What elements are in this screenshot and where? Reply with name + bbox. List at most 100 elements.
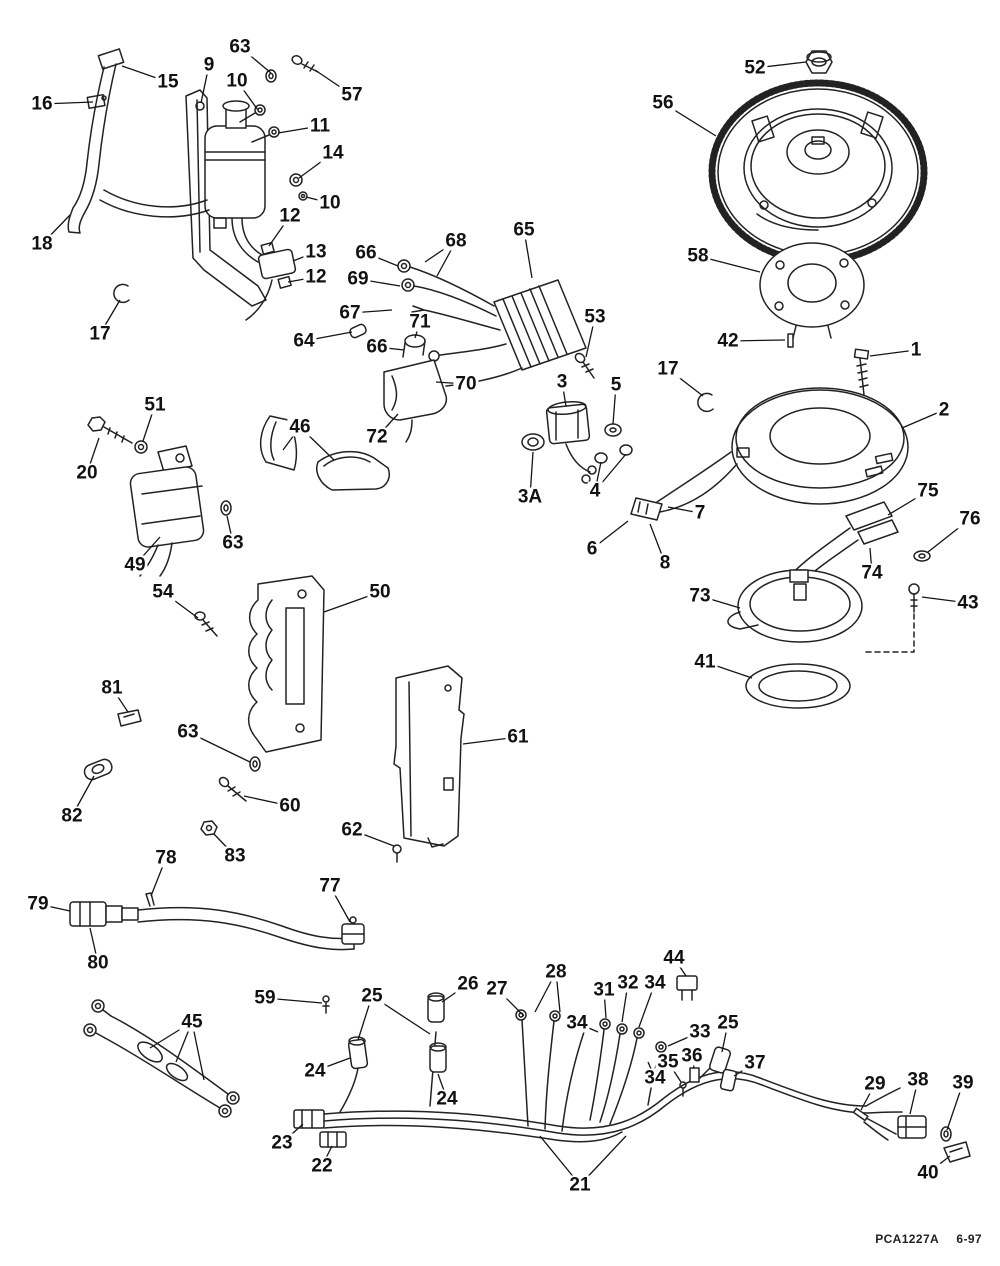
callout-3: 3 — [554, 371, 570, 393]
callout-38: 38 — [905, 1069, 931, 1091]
callout-77: 77 — [317, 875, 343, 897]
callout-14: 14 — [320, 142, 346, 164]
callout-28: 28 — [543, 961, 569, 983]
small-fasteners-art — [83, 709, 261, 836]
callout-81: 81 — [99, 677, 125, 699]
callout-62: 62 — [339, 819, 365, 841]
cover-plate-art — [392, 665, 465, 863]
mount-bracket-art — [247, 575, 325, 753]
callout-25: 25 — [359, 985, 385, 1007]
callout-10: 10 — [317, 192, 343, 214]
callout-58: 58 — [685, 245, 711, 267]
callout-70: 70 — [453, 373, 479, 395]
bracket-assembly-art — [67, 48, 319, 321]
callout-20: 20 — [74, 462, 100, 484]
callout-12: 12 — [277, 205, 303, 227]
callout-83: 83 — [222, 845, 248, 867]
callout-73: 73 — [687, 585, 713, 607]
callout-43: 43 — [955, 592, 981, 614]
callout-57: 57 — [339, 84, 365, 106]
callout-1: 1 — [908, 339, 924, 361]
callout-8: 8 — [657, 552, 673, 574]
bolt-1-art — [853, 348, 870, 396]
callout-63: 63 — [220, 532, 246, 554]
screw-59-art — [322, 995, 330, 1014]
callout-24: 24 — [302, 1060, 328, 1082]
callout-66: 66 — [353, 242, 379, 264]
callout-13: 13 — [303, 241, 329, 263]
callout-40: 40 — [915, 1162, 941, 1184]
callout-52: 52 — [742, 57, 768, 79]
callout-45: 45 — [179, 1011, 205, 1033]
callout-53: 53 — [582, 306, 608, 328]
stator-art — [759, 242, 865, 348]
callout-69: 69 — [345, 268, 371, 290]
callout-54: 54 — [150, 581, 176, 603]
callout-12: 12 — [303, 266, 329, 288]
callout-46: 46 — [287, 416, 313, 438]
callout-35: 35 — [655, 1051, 681, 1073]
diagram-part-code: PCA1227A 6-97 — [875, 1232, 982, 1246]
callout-42: 42 — [715, 330, 741, 352]
callout-18: 18 — [29, 233, 55, 255]
callout-79: 79 — [25, 893, 51, 915]
callout-71: 71 — [407, 311, 433, 333]
retaining-clip-right-art — [697, 392, 714, 413]
callout-82: 82 — [59, 805, 85, 827]
ignition-coil-art — [87, 416, 232, 577]
callout-50: 50 — [367, 581, 393, 603]
power-pack-art — [349, 259, 595, 443]
callout-75: 75 — [915, 480, 941, 502]
callout-9: 9 — [201, 54, 217, 76]
callout-7: 7 — [692, 502, 708, 524]
callout-68: 68 — [443, 230, 469, 252]
callout-49: 49 — [122, 554, 148, 576]
callout-65: 65 — [511, 219, 537, 241]
callout-23: 23 — [269, 1132, 295, 1154]
callout-34: 34 — [564, 1012, 590, 1034]
callout-37: 37 — [742, 1052, 768, 1074]
callout-27: 27 — [484, 978, 510, 1000]
callout-34: 34 — [642, 972, 668, 994]
callout-39: 39 — [950, 1072, 976, 1094]
callout-63: 63 — [175, 721, 201, 743]
callout-41: 41 — [692, 651, 718, 673]
callout-5: 5 — [608, 374, 624, 396]
callout-2: 2 — [936, 399, 952, 421]
flywheel-nut-art — [805, 50, 833, 74]
callout-44: 44 — [661, 947, 687, 969]
callout-80: 80 — [85, 952, 111, 974]
callout-66: 66 — [364, 336, 390, 358]
callout-72: 72 — [364, 426, 390, 448]
callout-17: 17 — [87, 323, 113, 345]
callout-22: 22 — [309, 1155, 335, 1177]
diagram-code-text: PCA1227A — [875, 1232, 939, 1246]
diagram-date-text: 6-97 — [956, 1232, 982, 1246]
callout-64: 64 — [291, 330, 317, 352]
callout-24: 24 — [434, 1088, 460, 1110]
callout-10: 10 — [224, 70, 250, 92]
callout-36: 36 — [679, 1045, 705, 1067]
callout-56: 56 — [650, 92, 676, 114]
callout-6: 6 — [584, 538, 600, 560]
main-harness-art — [293, 975, 971, 1163]
callout-60: 60 — [277, 795, 303, 817]
callout-78: 78 — [153, 847, 179, 869]
callout-4: 4 — [587, 480, 603, 502]
callout-29: 29 — [862, 1073, 888, 1095]
trigger-connector-art — [787, 501, 931, 585]
callout-25: 25 — [715, 1012, 741, 1034]
callout-21: 21 — [567, 1174, 593, 1196]
callout-59: 59 — [252, 987, 278, 1009]
leader-line-45 — [191, 1021, 205, 1081]
callout-33: 33 — [687, 1021, 713, 1043]
leader-line-1 — [869, 349, 917, 357]
callout-51: 51 — [142, 394, 168, 416]
callout-16: 16 — [29, 93, 55, 115]
armature-plate-art — [731, 387, 909, 505]
callout-74: 74 — [859, 562, 885, 584]
callout-34: 34 — [642, 1067, 668, 1089]
